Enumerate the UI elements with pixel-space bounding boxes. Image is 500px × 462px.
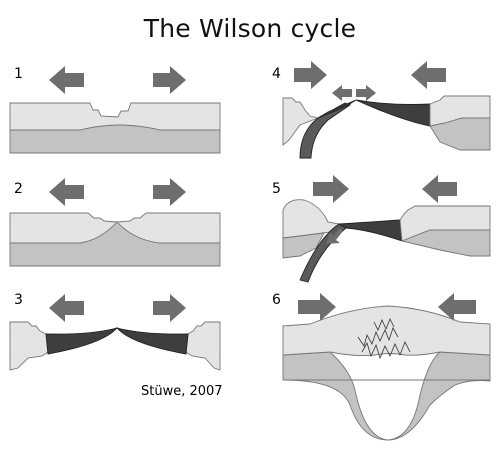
stage-1-crust [9, 102, 221, 131]
stage-5-oceanic-lithosphere [337, 219, 403, 242]
stage-5-left-mantle [282, 232, 325, 259]
stage-3-right-continent [185, 321, 221, 371]
stage-1-left-arrow [49, 66, 84, 94]
stage-6-mantle-root [282, 351, 491, 441]
stage-3-right-oceanic-lithosphere [115, 327, 189, 355]
stage-5-slab-pull-arrow [326, 228, 343, 244]
stage-4-spreading-left-arrow [332, 85, 352, 101]
stage-2-crust [9, 212, 221, 244]
stage-3-left-continent [9, 321, 49, 371]
stage-6-cross-section [282, 293, 491, 441]
stage-5-left-arrow [313, 175, 349, 203]
stage-4-left-plate [317, 99, 357, 119]
stage-6-right-arrow [438, 293, 476, 321]
stage-2-label: 2 [14, 181, 23, 197]
figure-title: The Wilson cycle [143, 14, 357, 43]
stage-1-right-arrow [153, 66, 186, 94]
stage-1-cross-section [9, 66, 221, 154]
stage-4-right-oceanic-lithosphere [355, 99, 431, 127]
stage-4-left-continent [282, 97, 320, 146]
stage-4-left-arrow [294, 61, 327, 89]
stage-6-label: 6 [272, 292, 281, 308]
stage-3-left-oceanic-lithosphere [45, 327, 119, 355]
stage-4-right-arrow [411, 61, 446, 89]
stage-2-left-arrow [49, 178, 84, 206]
stage-5-right-mantle [400, 229, 491, 257]
stage-1-label: 1 [14, 66, 23, 82]
stage-5-cross-section [282, 175, 491, 283]
stage-3-right-arrow [153, 294, 186, 322]
stage-4-cross-section [282, 61, 491, 159]
stage-4-right-mantle [429, 117, 491, 151]
stage-4-label: 4 [272, 66, 281, 82]
stage-3-label: 3 [14, 292, 23, 308]
stage-6-deformation-zigzag-2 [361, 341, 411, 360]
stage-3-cross-section [9, 294, 221, 371]
stage-6-deformation-zigzag-3 [373, 318, 395, 331]
stage-2-cross-section [9, 178, 221, 267]
stage-6-thickened-crust [282, 305, 491, 357]
stage-3-left-arrow [49, 294, 84, 322]
stage-4-spreading-right-arrow [356, 85, 376, 101]
stage-5-right-arrow [422, 175, 457, 203]
stage-5-left-continent [282, 199, 340, 239]
stage-4-left-slab [299, 102, 351, 159]
stage-2-right-arrow [153, 178, 186, 206]
stage-6-left-arrow [298, 293, 336, 321]
source-credit: Stüwe, 2007 [141, 384, 223, 399]
stage-6-deformation-zigzag-1 [357, 327, 399, 347]
stage-5-label: 5 [272, 181, 281, 197]
